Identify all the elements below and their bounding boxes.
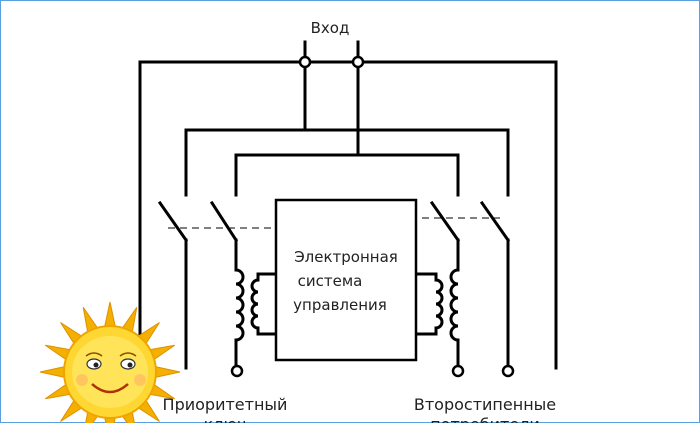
left-output-label-line-1: Приоритетный [163, 395, 288, 414]
switch-right-2 [479, 200, 511, 243]
node-output-right-1 [451, 364, 465, 378]
sun-ray [39, 365, 67, 379]
coil-right-wire-top [414, 272, 438, 282]
control-box-line-2: система [298, 272, 363, 290]
coil-left-primary [234, 268, 245, 342]
control-box [274, 198, 418, 362]
node-output-left [230, 364, 244, 378]
coil-right-secondary [434, 278, 444, 330]
sun-mascot-icon [39, 301, 181, 423]
coil-left-secondary [250, 278, 260, 330]
node-input-right [351, 55, 365, 69]
inner-bus-wire [234, 153, 460, 197]
control-box-line-1: Электронная [294, 248, 398, 266]
switch-left-1 [157, 200, 189, 243]
switch-right-1 [429, 200, 461, 243]
coil-right-wire-bottom [414, 326, 438, 336]
input-label: Вход [311, 19, 350, 37]
node-input-left [298, 55, 312, 69]
control-box-line-3: управления [293, 296, 387, 314]
sun-ray [153, 365, 181, 379]
left-output-label-line-2: ключ [204, 415, 247, 423]
right-output-label-line-1: Второстипенные [414, 395, 556, 414]
coil-left-wire-bottom [256, 326, 278, 336]
coil-left-wire-top [256, 272, 278, 282]
node-output-right-2 [501, 364, 515, 378]
middle-bus-wire [184, 128, 510, 197]
sun-ray [103, 301, 117, 329]
outer-bus-wire [138, 60, 558, 370]
switch-left-2 [209, 200, 239, 243]
coil-right-primary [449, 268, 460, 342]
right-output-label-line-2: потребители [430, 415, 540, 423]
